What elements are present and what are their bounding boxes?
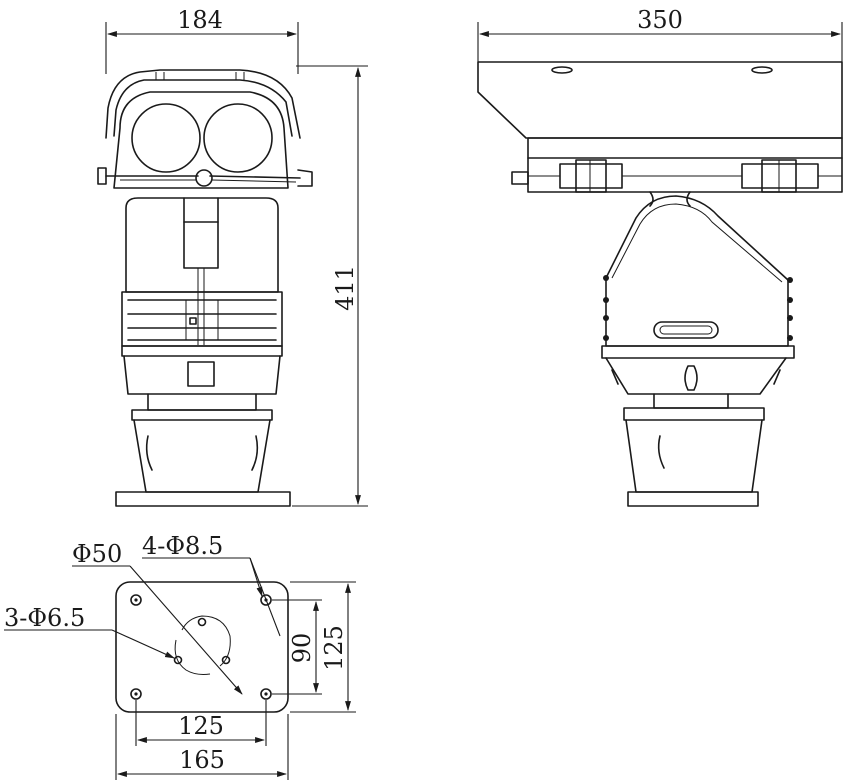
base-width-dimension: 165 — [115, 714, 289, 780]
mounting-hole — [130, 594, 142, 606]
base-plate-view — [115, 581, 289, 713]
base-height-label: 125 — [320, 625, 348, 671]
front-width-label: 184 — [177, 6, 223, 34]
center-holes-label: 3-Φ6.5 — [4, 604, 85, 632]
hole-spacing-v-dimension: 90 — [272, 599, 322, 695]
base-width-label: 165 — [179, 746, 225, 774]
hole-spacing-v-label: 90 — [288, 633, 316, 664]
side-view — [477, 61, 843, 507]
hole-spacing-h-label: 125 — [178, 712, 224, 740]
front-height-label: 411 — [331, 265, 359, 311]
diameter-50-label: Φ50 — [72, 540, 122, 568]
side-width-label: 350 — [637, 6, 683, 34]
front-height-dimension: 411 — [292, 65, 368, 507]
center-hole — [173, 655, 183, 665]
front-width-dimension: 184 — [105, 6, 299, 74]
front-view — [97, 69, 313, 507]
diameter-50-callout: Φ50 — [72, 540, 243, 695]
mounting-holes-callout: 4-Φ8.5 — [142, 532, 281, 637]
mounting-hole — [130, 688, 142, 700]
base-height-dimension: 125 — [290, 581, 356, 713]
center-hole — [221, 655, 231, 665]
mounting-hole — [260, 688, 272, 700]
hole-spacing-h-dimension: 125 — [135, 700, 267, 746]
side-width-dimension: 350 — [477, 6, 843, 62]
center-hole — [197, 617, 207, 627]
center-holes-callout: 3-Φ6.5 — [4, 604, 175, 659]
mounting-holes-label: 4-Φ8.5 — [142, 532, 223, 560]
